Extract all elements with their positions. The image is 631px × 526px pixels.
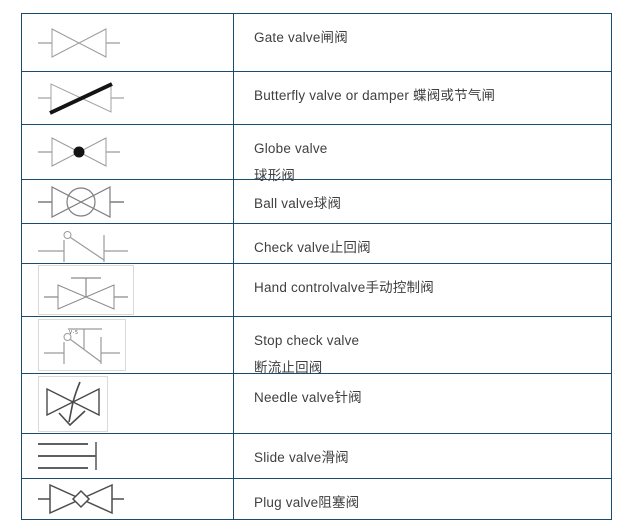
valve-label: Stop check valve xyxy=(254,333,360,348)
table-row: Plug valve阻塞阀 xyxy=(22,478,611,519)
valve-label: Butterfly valve or damper 蝶阀或节气闸 xyxy=(254,88,496,103)
symbol-frame: V-5 xyxy=(38,319,126,371)
symbol-cell xyxy=(22,264,234,316)
symbol-cell xyxy=(22,125,234,179)
label-cell: Butterfly valve or damper 蝶阀或节气闸 xyxy=(234,72,611,124)
valve-label-cn: 断流止回阀 xyxy=(254,360,323,375)
label-cell: Globe valve 球形阀 xyxy=(234,125,611,183)
valve-label: Hand controlvalve手动控制阀 xyxy=(254,280,434,295)
symbol-frame xyxy=(38,265,134,315)
valve-label: Gate valve闸阀 xyxy=(254,30,348,45)
slide-valve-symbol-icon xyxy=(38,442,97,470)
valve-label: Slide valve滑阀 xyxy=(254,450,349,465)
valve-label: Needle valve针阀 xyxy=(254,390,362,405)
valve-label: Plug valve阻塞阀 xyxy=(254,495,360,510)
ball-valve-symbol-icon xyxy=(38,185,124,218)
label-cell: Check valve止回阀 xyxy=(234,224,611,263)
table-row: Ball valve球阀 xyxy=(22,179,611,223)
label-cell: Slide valve滑阀 xyxy=(234,434,611,478)
check-valve-symbol-icon xyxy=(38,230,128,262)
needle-valve-symbol-icon xyxy=(46,381,100,426)
symbol-cell xyxy=(22,479,234,519)
label-cell: Needle valve针阀 xyxy=(234,374,611,433)
symbol-cell xyxy=(22,14,234,71)
butterfly-valve-symbol-icon xyxy=(38,82,124,115)
label-cell: Stop check valve 断流止回阀 xyxy=(234,317,611,375)
plug-valve-symbol-icon xyxy=(38,483,124,515)
symbol-cell xyxy=(22,72,234,124)
table-row: Needle valve针阀 xyxy=(22,373,611,433)
symbol-cell: V-5 xyxy=(22,317,234,373)
table-row: Gate valve闸阀 xyxy=(22,14,611,71)
table-row: Globe valve 球形阀 xyxy=(22,124,611,183)
gate-valve-symbol-icon xyxy=(38,27,120,58)
valve-symbol-table: Gate valve闸阀 Butterfly valve or damper 蝶… xyxy=(21,13,612,520)
valve-label-cn: 球形阀 xyxy=(254,168,296,183)
label-cell: Gate valve闸阀 xyxy=(234,14,611,71)
symbol-frame xyxy=(38,375,108,432)
table-row: Slide valve滑阀 xyxy=(22,433,611,478)
symbol-cell xyxy=(22,374,234,433)
globe-valve-symbol-icon xyxy=(38,137,120,167)
label-cell: Ball valve球阀 xyxy=(234,180,611,223)
table-row: Butterfly valve or damper 蝶阀或节气闸 xyxy=(22,71,611,124)
table-row: V-5 Stop check valve 断流止回阀 xyxy=(22,316,611,375)
table-row: Hand controlvalve手动控制阀 xyxy=(22,263,611,316)
symbol-cell xyxy=(22,180,234,223)
valve-label: Globe valve xyxy=(254,141,328,156)
symbol-cell xyxy=(22,224,234,263)
valve-label: Check valve止回阀 xyxy=(254,240,371,255)
label-cell: Plug valve阻塞阀 xyxy=(234,479,611,519)
symbol-tag-label: V-5 xyxy=(69,330,78,336)
valve-label: Ball valve球阀 xyxy=(254,196,342,211)
stop-check-valve-symbol-icon: V-5 xyxy=(44,328,120,364)
hand-control-valve-symbol-icon xyxy=(44,277,128,310)
label-cell: Hand controlvalve手动控制阀 xyxy=(234,264,611,316)
symbol-cell xyxy=(22,434,234,478)
table-row: Check valve止回阀 xyxy=(22,223,611,263)
